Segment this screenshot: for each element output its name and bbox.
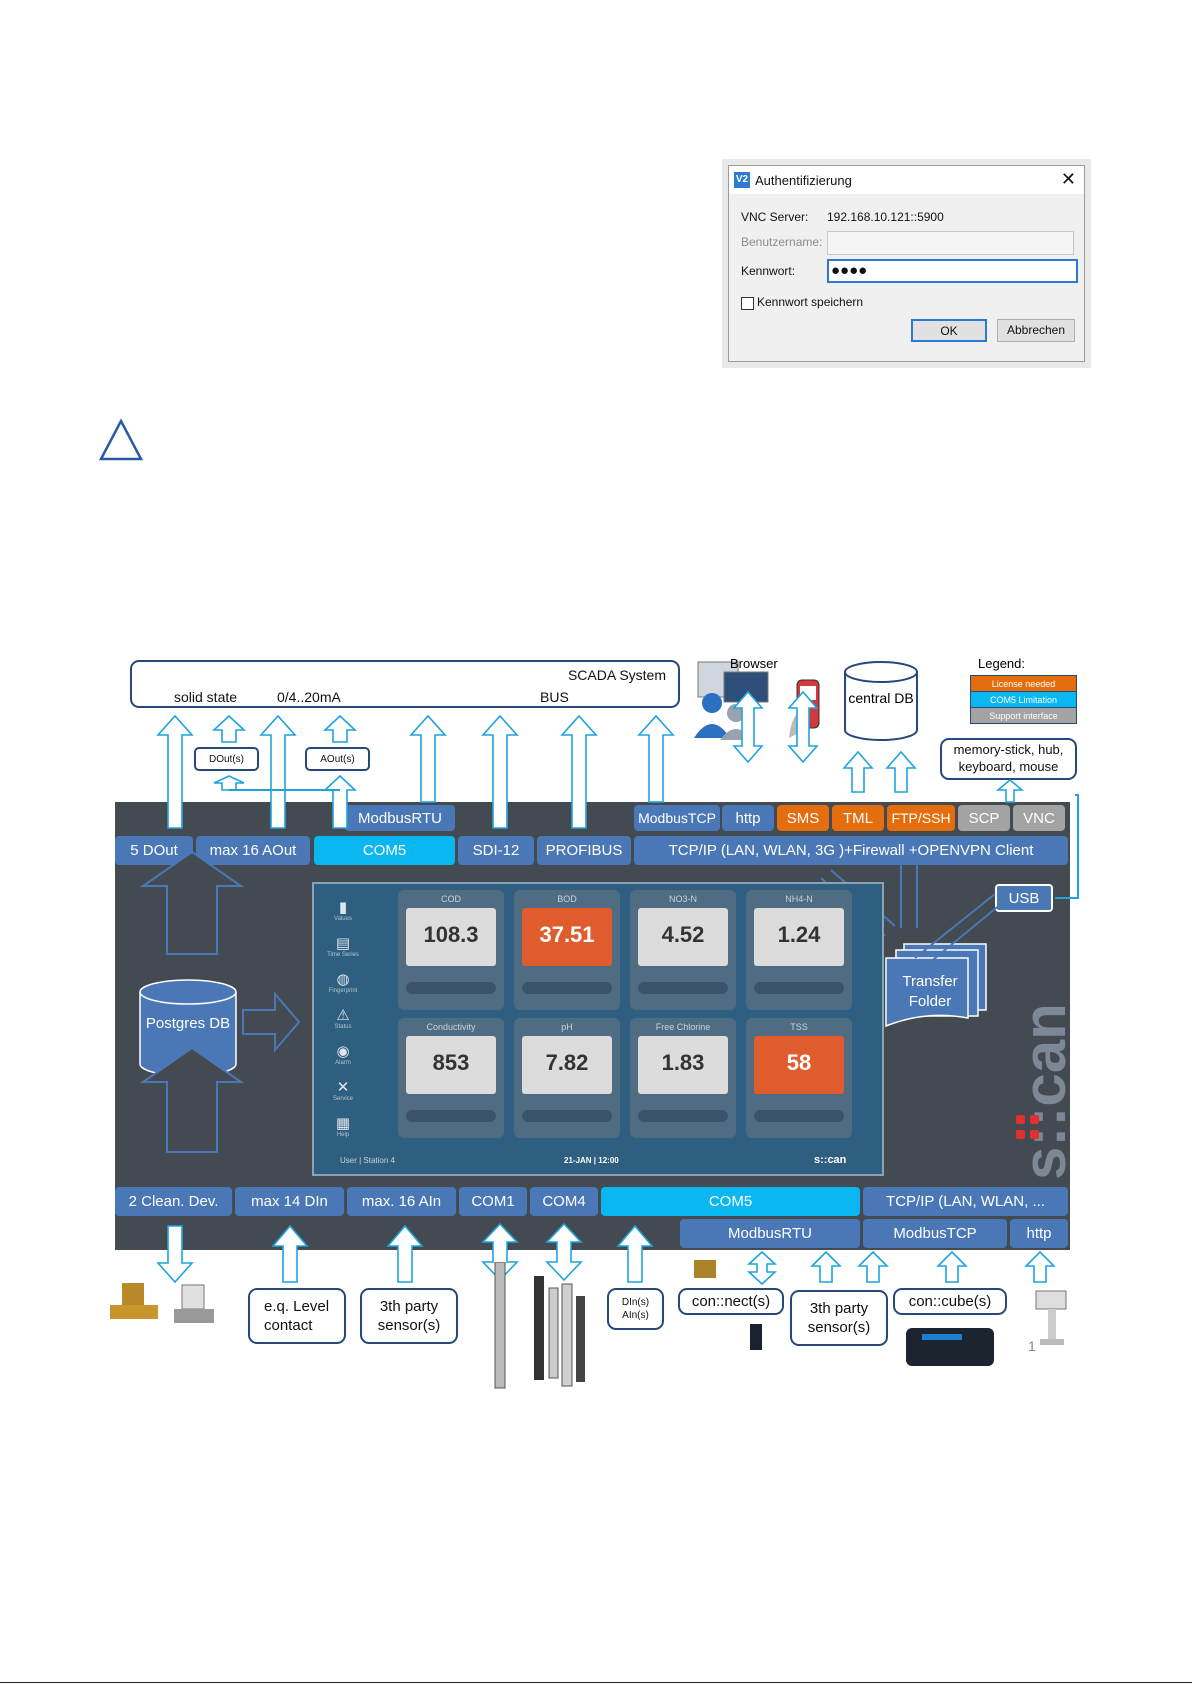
ok-button[interactable]: OK [911,319,987,342]
footnote-number: 1 [1028,1338,1036,1354]
din-ain-box: DIn(s) AIn(s) [607,1288,664,1330]
internal-arrows [139,850,1002,1153]
page-bottom-rule [0,1682,1192,1683]
bottom-http: http [1010,1219,1068,1248]
bottom-com4: COM4 [530,1187,598,1216]
aout-box: AOut(s) [305,747,370,771]
top-sdi12: SDI-12 [458,836,534,865]
led-icon [1016,1115,1025,1124]
top-sms-tag: SMS [777,805,829,831]
dialog-titlebar: V2 Authentifizierung ✕ [729,166,1084,194]
legend-support: Support interface [970,707,1077,724]
third-party-sensor-box-2: 3th party sensor(s) [790,1290,888,1346]
led-icon [1016,1130,1025,1139]
menu-help[interactable]: ▦Help [335,1115,351,1138]
valve-icon [110,1283,214,1323]
menu-status[interactable]: ⚠Status [334,1007,352,1030]
cancel-button[interactable]: Abbrechen [997,319,1075,342]
led-icon [1030,1130,1039,1139]
top-scp-tag: SCP [958,805,1010,831]
level-contact-box: e.q. Level contact [248,1288,346,1344]
sensor-probes-icon [494,1262,585,1389]
memory-stick-box: memory-stick, hub, keyboard, mouse [940,738,1077,780]
postgres-db-icon [139,979,237,1077]
username-label: Benutzername: [741,235,823,249]
browser-users-icon [694,661,769,740]
camera-icon [1035,1290,1067,1345]
close-icon[interactable]: ✕ [1060,169,1076,189]
username-field[interactable] [827,231,1074,255]
top-vnc-tag: VNC [1013,805,1065,831]
vnc-logo-icon: V2 [734,172,750,188]
top-tml-tag: TML [832,805,884,831]
top-tcpip: TCP/IP (LAN, WLAN, 3G )+Firewall +OPENVP… [634,836,1068,865]
bottom-din14: max 14 DIn [235,1187,344,1216]
scada-title: SCADA System [567,667,666,683]
connect-box: con::nect(s) [678,1288,784,1315]
scada-bus: BUS [540,689,569,705]
bottom-modbusrtu: ModbusRTU [680,1219,860,1248]
menu-values[interactable]: ▮Values [334,899,352,922]
password-field[interactable]: ●●●● [827,259,1078,283]
central-db-icon [844,661,918,741]
menu-fingerprint[interactable]: ◍Fingerprint [328,971,358,994]
server-value: 192.168.10.121::5900 [827,210,944,224]
cube-box: con::cube(s) [893,1288,1007,1315]
scada-analog: 0/4..20mA [277,689,341,705]
third-party-sensor-box-1: 3th party sensor(s) [360,1288,458,1344]
menu-time-series[interactable]: ▤Time Series [327,935,359,958]
connect-device-icon [694,1260,762,1350]
vnc-auth-dialog: V2 Authentifizierung ✕ VNC Server: 192.1… [728,165,1085,362]
screen-footer-time: 21-JAN | 12:00 [564,1156,619,1165]
top-http-tag: http [722,805,774,831]
bottom-modbustcp: ModbusTCP [863,1219,1007,1248]
top-ftp-tag: FTP/SSH [887,805,955,831]
password-label: Kennwort: [741,264,796,278]
browser-label: Browser [730,656,778,671]
top-modbusrtu-tag: ModbusRTU [345,805,455,831]
bottom-clean-dev: 2 Clean. Dev. [115,1187,232,1216]
bottom-com1: COM1 [459,1187,527,1216]
central-db-label: central DB [848,690,914,706]
dialog-title: Authentifizierung [755,173,852,188]
connector-arrows [156,690,1079,1286]
postgres-db-label: Postgres DB [145,1015,231,1032]
scada-system-box: SCADA System solid state 0/4..20mA BUS [130,660,680,708]
top-com5: COM5 [314,836,455,865]
top-aout16: max 16 AOut [196,836,310,865]
bottom-tcpip: TCP/IP (LAN, WLAN, ... [863,1187,1068,1216]
usb-tag: USB [995,884,1053,912]
save-password-label: Kennwort speichern [757,295,864,309]
server-label: VNC Server: [741,210,809,224]
bottom-com5: COM5 [601,1187,860,1216]
con-cube-device-icon [906,1328,994,1366]
menu-alarm[interactable]: ◉Alarm [335,1043,351,1066]
save-password-checkbox[interactable] [741,297,754,310]
top-profibus: PROFIBUS [537,836,631,865]
touchscreen-display: ▮Values ▤Time Series ◍Fingerprint ⚠Statu… [312,882,884,1176]
legend-title: Legend: [978,656,1025,671]
bottom-ain16: max. 16 AIn [347,1187,456,1216]
screen-footer-brand: s::can [814,1154,847,1166]
screen-footer-user: User | Station 4 [340,1156,395,1165]
top-modbustcp-tag: ModbusTCP [634,805,720,831]
scada-solid-state: solid state [174,689,238,705]
menu-service[interactable]: ✕Service [332,1079,353,1102]
triangle-warning-icon [98,418,144,461]
dout-box: DOut(s) [194,747,259,771]
transfer-folder-label: Transfer Folder [902,973,958,1010]
led-icon [1030,1115,1039,1124]
